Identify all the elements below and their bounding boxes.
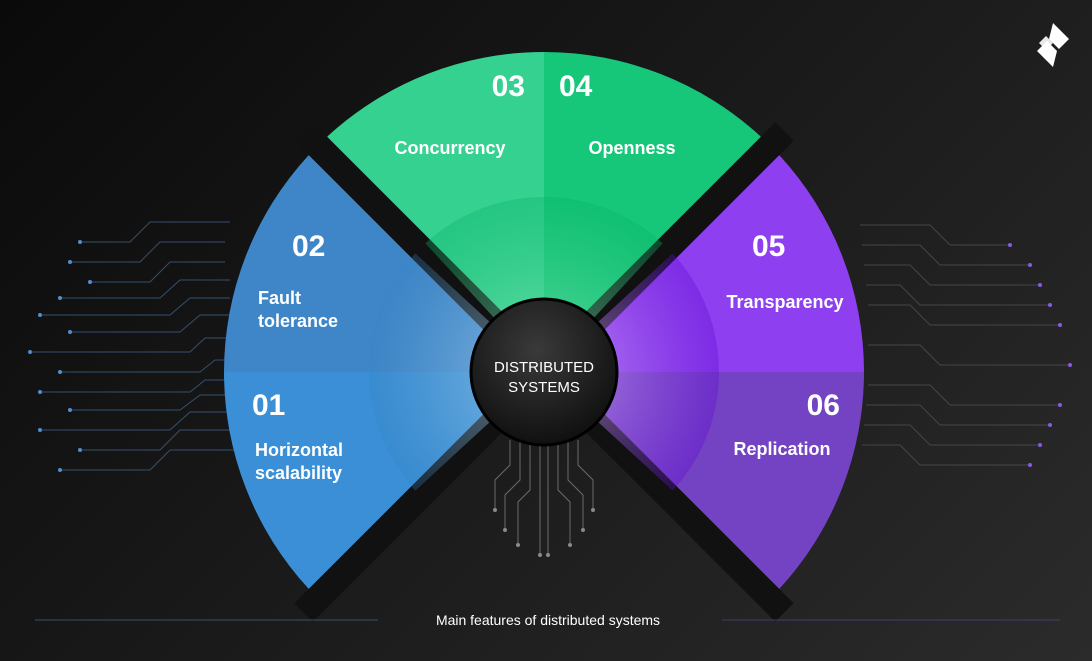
feature-label-concurrency: Concurrency (394, 138, 505, 158)
center-hub: DISTRIBUTED SYSTEMS (469, 297, 619, 447)
feature-label-fault-tolerance-line2: tolerance (258, 311, 338, 331)
circuit-lines-left (30, 221, 245, 471)
feature-label-horizontal-scalability-line2: scalability (255, 463, 342, 483)
feature-label-fault-tolerance-line1: Fault (258, 288, 301, 308)
feature-number-03: 03 (492, 70, 525, 103)
feature-labels: 01 Horizontal scalability 02 Fault toler… (252, 70, 844, 483)
circuit-dots-right (1008, 243, 1072, 467)
feature-number-01: 01 (252, 389, 285, 422)
caption-area: Main features of distributed systems (35, 612, 1060, 628)
circuit-lines-bottom (494, 440, 594, 555)
feature-number-04: 04 (559, 70, 593, 103)
feature-label-transparency: Transparency (726, 292, 843, 312)
feature-number-05: 05 (752, 230, 785, 263)
caption-text: Main features of distributed systems (436, 612, 660, 628)
feature-label-horizontal-scalability-line1: Horizontal (255, 440, 343, 460)
brand-logo-icon (1037, 23, 1069, 67)
center-title-line1: DISTRIBUTED (494, 359, 594, 376)
center-title-line2: SYSTEMS (508, 379, 580, 396)
circuit-dots-bottom (493, 508, 595, 557)
feature-label-replication: Replication (733, 439, 830, 459)
feature-label-openness: Openness (588, 138, 675, 158)
circuit-lines-right (860, 224, 1070, 466)
feature-number-02: 02 (292, 230, 325, 263)
feature-number-06: 06 (807, 389, 840, 422)
circuit-dots-left (28, 240, 92, 472)
